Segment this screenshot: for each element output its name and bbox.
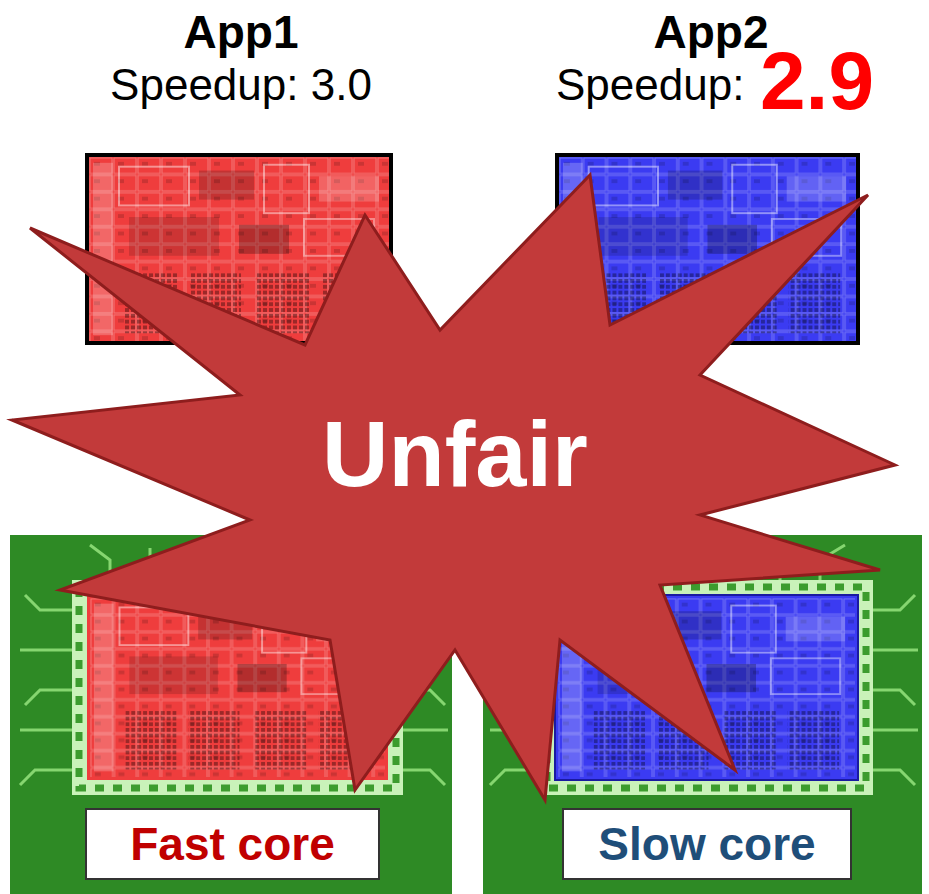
new-speedup: 2.9 [760, 36, 874, 126]
starburst-outline [12, 175, 895, 800]
text-holder: Speedup: 3.0 [110, 61, 372, 109]
verdict-text: Unfair [322, 404, 588, 505]
text-holder: App2 [654, 7, 769, 58]
app-name: App2 [654, 7, 769, 58]
text-holder: Speedup: [556, 61, 744, 109]
app-name: App1 [184, 7, 299, 58]
speedup-text: Speedup: [556, 61, 744, 109]
text-holder: 2.9 [760, 36, 874, 126]
core-label: Slow core [598, 819, 815, 870]
text-holder: Unfair [322, 404, 588, 505]
label-box: Fast core [85, 808, 380, 880]
speedup-text: Speedup: 3.0 [110, 61, 372, 109]
text-holder: App1 [184, 7, 299, 58]
starburst: Unfair [0, 170, 929, 810]
core-label: Fast core [130, 819, 335, 870]
label-box: Slow core [562, 808, 852, 880]
